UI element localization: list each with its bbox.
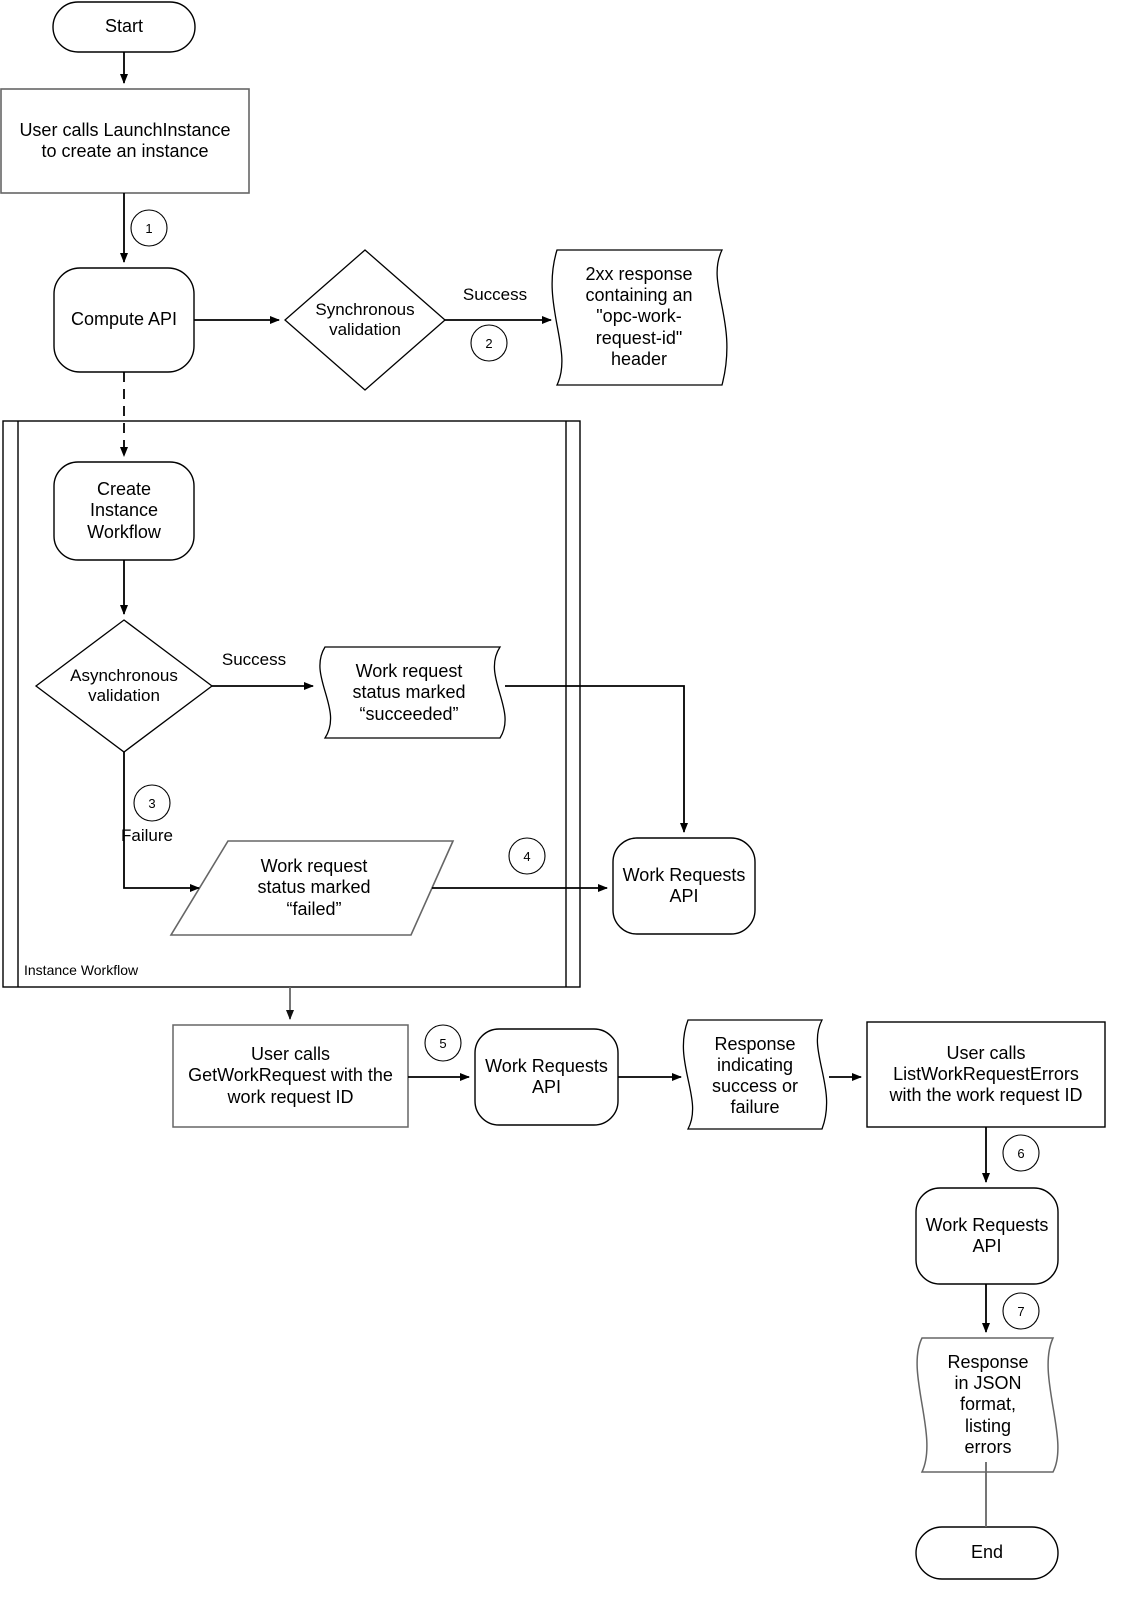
step-circle-2 (470, 324, 508, 362)
edge-label-async-failure: Failure (121, 826, 173, 845)
edge-status-succeeded-to-work-requests-api-1 (505, 685, 688, 833)
launch-instance-node-shape (0, 88, 250, 194)
step-number-1: 1 (145, 220, 153, 236)
get-work-request-node-shape (172, 1024, 409, 1128)
step-number-5: 5 (439, 1035, 447, 1051)
work-requests-api-3-node-shape (915, 1187, 1059, 1285)
status-failed-node-shape (169, 840, 455, 936)
instance-workflow-container-label: Instance Workflow (24, 962, 139, 978)
response-success-failure-node-shape (682, 1019, 828, 1130)
response-json-node-shape (916, 1337, 1059, 1473)
step-number-3: 3 (148, 795, 156, 811)
create-instance-workflow-node-shape (53, 461, 195, 561)
status-succeeded-node-shape (319, 646, 506, 739)
step-number-6: 6 (1017, 1145, 1025, 1161)
start-node-shape (52, 1, 196, 53)
step-circle-1 (130, 209, 168, 247)
step-circle-6 (1002, 1134, 1040, 1172)
work-requests-api-2-node-shape (474, 1028, 619, 1126)
step-circle-3 (133, 784, 171, 822)
step-number-7: 7 (1017, 1303, 1025, 1319)
work-requests-api-1-node-shape (612, 837, 756, 935)
synchronous-validation-node-shape (284, 249, 446, 391)
edge-label-async-success: Success (221, 650, 287, 669)
end-node-shape (915, 1526, 1059, 1580)
edge-label-sync-success: Success (462, 285, 528, 304)
step-circle-7 (1002, 1292, 1040, 1330)
compute-api-node-shape (53, 267, 195, 373)
step-number-2: 2 (485, 335, 493, 351)
response-2xx-node-shape (551, 249, 728, 386)
edge-async-validation-to-status-failed (123, 752, 200, 892)
list-work-request-errors-node-shape (866, 1021, 1106, 1128)
step-circle-4 (508, 837, 546, 875)
step-number-4: 4 (523, 848, 531, 864)
step-circle-5 (424, 1024, 462, 1062)
